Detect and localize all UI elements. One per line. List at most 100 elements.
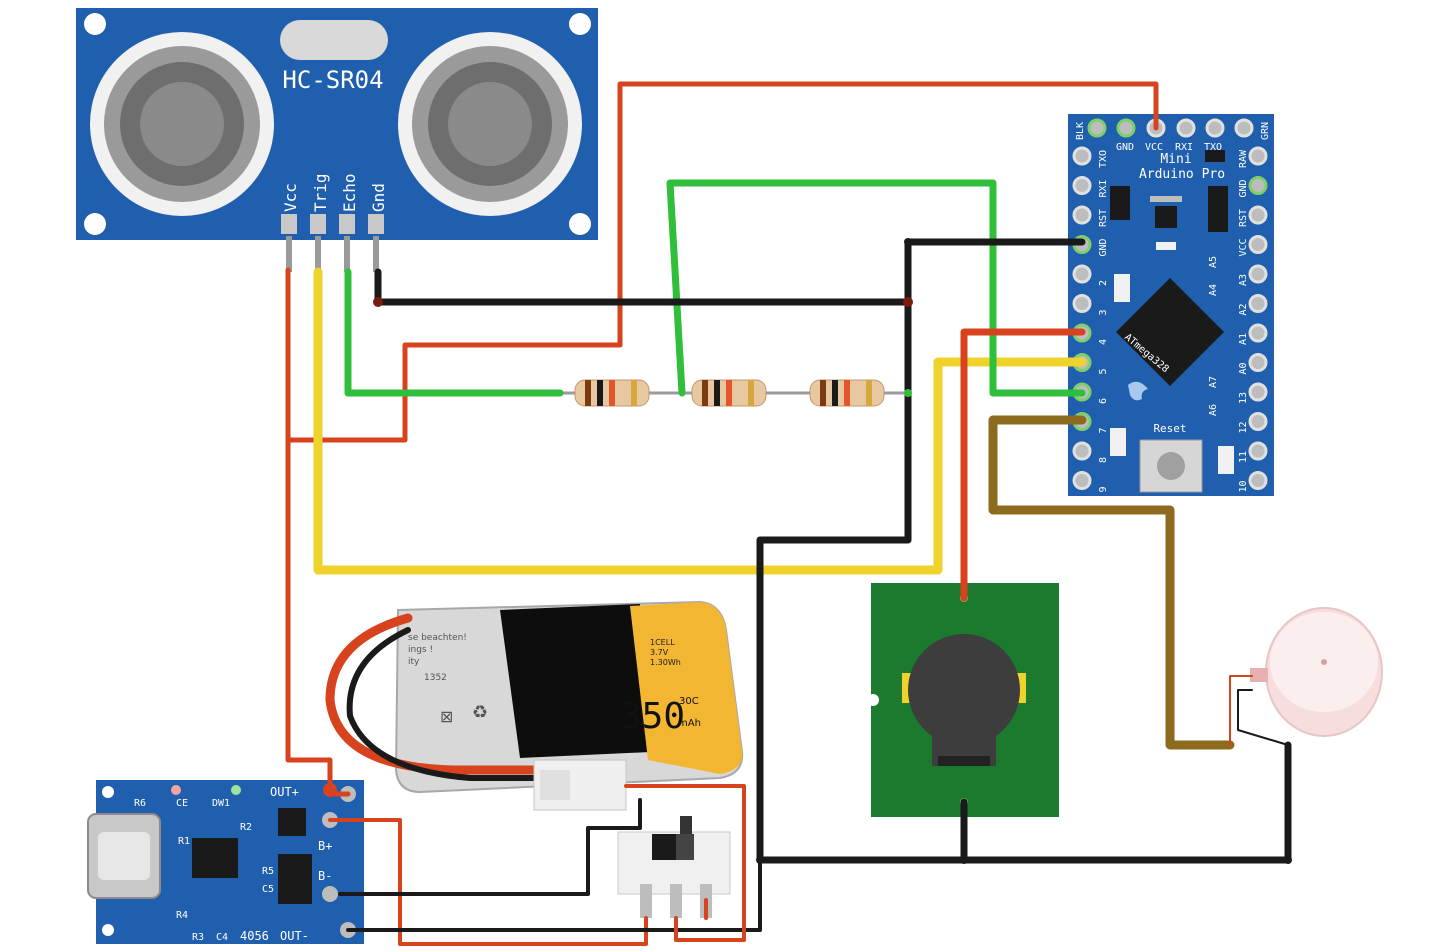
arduino-pin-left[interactable]	[1072, 146, 1092, 166]
wire-divider-green	[666, 179, 1086, 397]
pin-label-a7: A7	[1208, 376, 1219, 388]
tp4056-charger: OUT+ OUT- B+ B- 4056 R6 R1 R2 R3 C4 R4 R…	[87, 780, 364, 944]
mount-hole	[569, 213, 591, 235]
arduino-pin-label-right: VCC	[1238, 238, 1249, 256]
pad-b-minus[interactable]	[322, 886, 338, 902]
wire-charger-bminus	[338, 798, 642, 896]
resistor	[691, 379, 767, 407]
label-ce: CE	[176, 798, 188, 809]
pin-gnd[interactable]	[368, 214, 384, 234]
pin-label-vcc-top: VCC	[1145, 142, 1163, 153]
arduino-pin-right[interactable]	[1248, 353, 1268, 372]
pin-echo[interactable]	[339, 214, 355, 234]
wire-motor-brown	[988, 415, 1235, 750]
arduino-pin-right[interactable]	[1248, 294, 1268, 313]
arduino-pin-left[interactable]	[1072, 471, 1092, 490]
arduino-pin-label-left: RST	[1098, 209, 1109, 227]
wire-motor-lead-2	[1237, 689, 1289, 746]
wire-buzzer-red	[960, 328, 1086, 602]
reset-label: Reset	[1153, 422, 1186, 435]
crystal	[280, 20, 388, 60]
pin-trig[interactable]	[310, 214, 326, 234]
arduino-pin-label-left: TXO	[1098, 150, 1109, 168]
wire-charger-bplus	[328, 818, 648, 946]
battery-spec-2: 3.7V	[650, 648, 669, 657]
arduino-pin-left[interactable]	[1072, 294, 1092, 313]
arduino-pin-label-left: 9	[1098, 486, 1109, 492]
label-r5: R5	[262, 866, 274, 877]
pin-label-echo: Echo	[340, 173, 359, 212]
smd-component	[1205, 150, 1225, 162]
mount-hole	[569, 13, 591, 35]
resistor	[574, 379, 650, 407]
arduino-pin-label-right: 13	[1238, 392, 1249, 404]
wire-gnd-black	[374, 268, 912, 306]
lipo-battery: 1CELL 3.7V 1.30Wh 350 30C mAh se beachte…	[325, 600, 744, 811]
arduino-pin-label-right: GND	[1238, 179, 1249, 197]
pin-label-rxi-top: RXI	[1175, 142, 1193, 153]
pin-label-a4: A4	[1208, 284, 1219, 296]
arduino-pin-left[interactable]	[1072, 264, 1092, 284]
pin-vcc[interactable]	[281, 214, 297, 234]
pin-label-trig: Trig	[311, 173, 330, 212]
wire-vcc-to-charger	[285, 437, 351, 797]
arduino-pin-left[interactable]	[1072, 441, 1092, 461]
arduino-pin-left[interactable]	[1072, 205, 1092, 225]
left-transducer	[90, 32, 274, 216]
battery-spec-1: 1CELL	[650, 638, 675, 647]
arduino-pin-label-left: 8	[1098, 457, 1109, 463]
arduino-pro-mini: BLK GND VCC RXI TXO GRN Mini Arduino Pro…	[1068, 114, 1274, 496]
arduino-pin-label-right: A0	[1238, 362, 1249, 374]
trash-icon: ⊠	[440, 707, 453, 726]
arduino-pin-right[interactable]	[1248, 323, 1268, 343]
arduino-pin-right[interactable]	[1248, 382, 1268, 402]
label-r2: R2	[240, 822, 252, 833]
switch-lever[interactable]	[680, 816, 692, 834]
arduino-pin-right[interactable]	[1248, 235, 1268, 254]
pin-label-a5: A5	[1208, 256, 1219, 268]
pin-label-blk: BLK	[1075, 122, 1086, 140]
arduino-pin-label-right: A3	[1238, 274, 1249, 286]
label-r4: R4	[176, 910, 188, 921]
wire-trig-yellow	[313, 267, 1087, 575]
arduino-pin-right[interactable]	[1248, 176, 1268, 195]
label-4056: 4056	[240, 929, 269, 943]
label-out-plus: OUT+	[270, 785, 299, 799]
hc-sr04-sensor: HC-SR04 Vcc Trig Echo Gnd	[76, 8, 598, 272]
arduino-pin-right[interactable]	[1248, 146, 1268, 166]
arduino-pin-right[interactable]	[1248, 412, 1268, 431]
junctions	[323, 238, 1292, 864]
sensor-title: HC-SR04	[282, 66, 383, 94]
wire-gnd-bus	[756, 238, 1292, 864]
wire-charger-outminus	[346, 858, 762, 932]
arduino-pin-label-left: 4	[1098, 339, 1109, 345]
protection-ic	[278, 854, 312, 904]
arduino-pin-label-left: 7	[1098, 427, 1109, 433]
recycle-icon: ♻	[472, 702, 488, 723]
pin-label-vcc: Vcc	[281, 183, 300, 212]
arduino-pin-label-right: 10	[1238, 480, 1249, 492]
arduino-pin-left[interactable]	[1072, 176, 1092, 195]
arduino-pin-label-left: RXI	[1098, 179, 1109, 197]
arduino-title-2: Arduino Pro	[1139, 167, 1225, 182]
label-dw1: DW1	[212, 798, 230, 809]
pin-label-gnd: Gnd	[369, 183, 388, 212]
pin-label-txo-top: TXO	[1204, 142, 1222, 153]
arduino-pin-right[interactable]	[1248, 264, 1268, 284]
battery-note-2: ings !	[408, 645, 433, 655]
arduino-pin-right[interactable]	[1248, 441, 1268, 461]
battery-unit: mAh	[678, 718, 701, 729]
arduino-pin-label-left: GND	[1098, 238, 1109, 256]
reset-button-cap[interactable]	[1157, 452, 1185, 480]
label-r6: R6	[134, 798, 146, 809]
buzzer-module	[867, 583, 1059, 817]
arduino-pin-right[interactable]	[1248, 471, 1268, 490]
arduino-pin-right[interactable]	[1248, 205, 1268, 225]
label-b-minus: B-	[318, 869, 332, 883]
arduino-pin-label-right: A1	[1238, 333, 1249, 345]
label-c5: C5	[262, 884, 274, 895]
battery-note-1: se beachten!	[408, 633, 467, 643]
battery-capacity: 350	[620, 696, 685, 737]
pin-label-grn: GRN	[1260, 122, 1271, 140]
label-r3: R3	[192, 932, 204, 943]
